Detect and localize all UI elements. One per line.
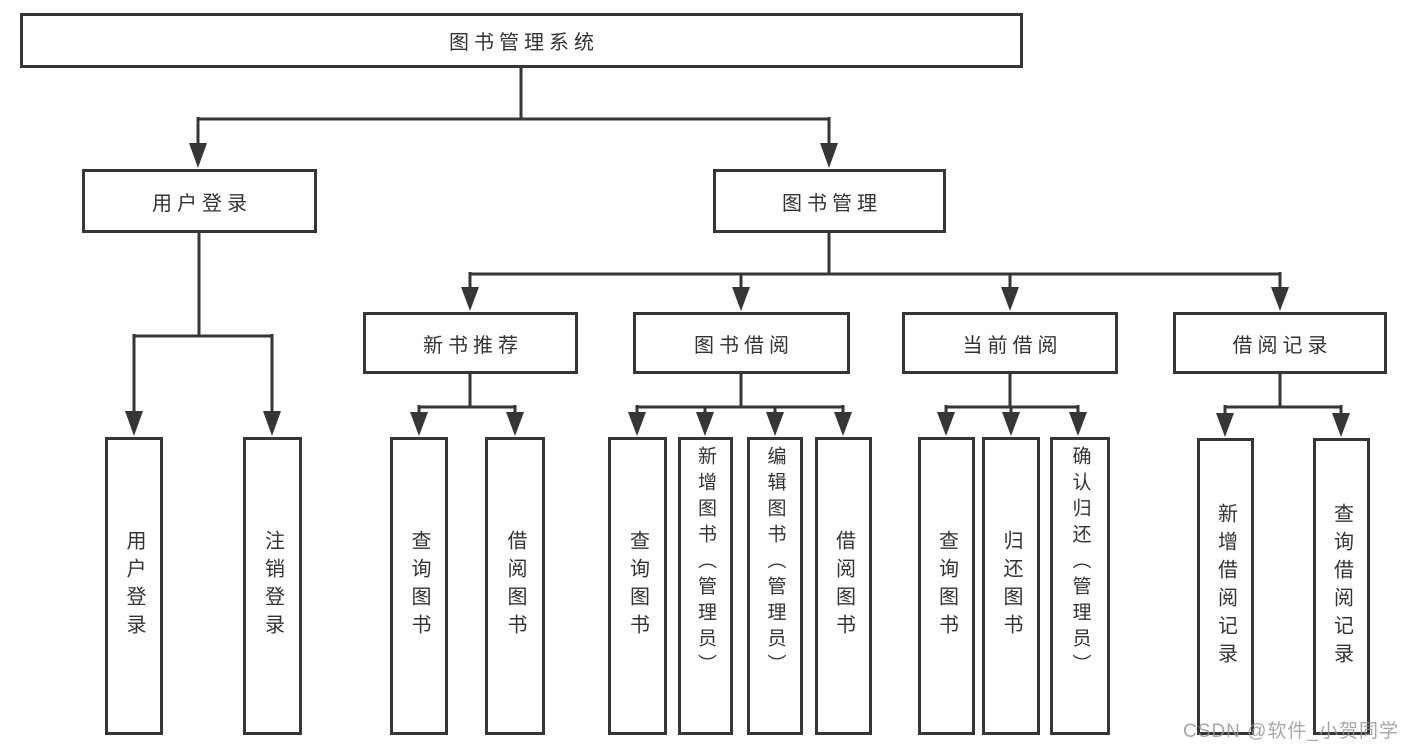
arrowhead bbox=[1001, 287, 1019, 311]
node-label: 借阅记录 bbox=[1232, 334, 1333, 357]
node-book-management: 图书管理 bbox=[713, 169, 946, 233]
arrowhead bbox=[696, 412, 714, 436]
leaf-label: 借阅图书 bbox=[504, 530, 526, 642]
connector-book-borrow-to-leaves bbox=[635, 374, 845, 415]
leaf-label: 归还图书 bbox=[1000, 530, 1022, 642]
arrowhead bbox=[766, 412, 784, 436]
leaf-label: 新增图书（管理员） bbox=[695, 446, 716, 680]
arrowhead bbox=[820, 143, 838, 168]
node-borrowing-records: 借阅记录 bbox=[1173, 312, 1387, 374]
leaf-edit-books-admin: 编辑图书（管理员） bbox=[747, 437, 803, 735]
connector-records-to-leaves bbox=[1223, 374, 1343, 415]
connector-user-login-to-leaves bbox=[132, 233, 274, 414]
leaf-confirm-return-admin: 确认归还（管理员） bbox=[1050, 437, 1110, 735]
leaf-label: 查询图书 bbox=[935, 530, 958, 642]
arrowhead bbox=[1271, 287, 1289, 311]
arrowhead bbox=[125, 411, 143, 436]
arrowhead bbox=[834, 412, 852, 436]
leaf-borrowing-borrow-books: 借阅图书 bbox=[815, 437, 872, 735]
arrowhead bbox=[1069, 412, 1087, 436]
leaf-label: 借阅图书 bbox=[832, 530, 855, 642]
connector-current-borrow-to-leaves bbox=[944, 374, 1080, 415]
node-user-login: 用户登录 bbox=[82, 169, 317, 233]
leaf-label: 确认归还（管理员） bbox=[1069, 446, 1091, 680]
node-label: 新书推荐 bbox=[423, 334, 523, 357]
arrowhead bbox=[937, 412, 955, 436]
arrowhead bbox=[461, 287, 479, 311]
leaf-label: 用户登录 bbox=[123, 530, 145, 642]
node-label: 图书管理系统 bbox=[449, 32, 599, 54]
connector-new-rec-to-leaves bbox=[417, 374, 517, 415]
arrowhead bbox=[263, 411, 281, 436]
leaf-query-borrow-record: 查询借阅记录 bbox=[1313, 438, 1370, 735]
arrowhead bbox=[628, 412, 646, 436]
leaf-label: 查询图书 bbox=[626, 530, 649, 642]
leaf-add-borrow-record: 新增借阅记录 bbox=[1197, 438, 1254, 735]
leaf-label: 编辑图书（管理员） bbox=[764, 446, 786, 680]
arrowhead bbox=[1002, 412, 1020, 436]
arrowhead bbox=[732, 287, 750, 311]
node-new-book-recommendation: 新书推荐 bbox=[363, 312, 578, 374]
node-label: 用户登录 bbox=[152, 192, 252, 215]
node-library-management-system: 图书管理系统 bbox=[20, 13, 1023, 68]
arrowhead bbox=[189, 143, 207, 168]
leaf-current-query-books: 查询图书 bbox=[918, 437, 975, 735]
leaf-label: 查询图书 bbox=[408, 530, 430, 642]
connector-book-mgmt-to-level3 bbox=[468, 233, 1282, 291]
node-label: 图书管理 bbox=[782, 192, 882, 215]
leaf-user-login: 用户登录 bbox=[105, 437, 163, 735]
leaf-recommend-query-books: 查询图书 bbox=[390, 437, 448, 735]
leaf-add-books-admin: 新增图书（管理员） bbox=[678, 437, 733, 735]
leaf-label: 新增借阅记录 bbox=[1214, 502, 1237, 671]
node-label: 当前借阅 bbox=[962, 334, 1063, 357]
leaf-label: 查询借阅记录 bbox=[1330, 502, 1353, 671]
leaf-recommend-borrow-books: 借阅图书 bbox=[485, 437, 545, 735]
leaf-return-books: 归还图书 bbox=[982, 437, 1040, 735]
node-current-borrowing: 当前借阅 bbox=[902, 312, 1118, 374]
csdn-watermark: CSDN @软件_小贺同学 bbox=[1183, 721, 1399, 742]
leaf-label: 注销登录 bbox=[261, 530, 284, 642]
leaf-logout: 注销登录 bbox=[243, 437, 302, 735]
arrowhead bbox=[506, 412, 524, 436]
arrowhead bbox=[1332, 413, 1350, 437]
node-book-borrowing: 图书借阅 bbox=[633, 312, 850, 374]
node-label: 图书借阅 bbox=[694, 334, 794, 357]
arrowhead bbox=[410, 412, 428, 436]
connector-root-to-level2 bbox=[196, 68, 831, 146]
arrowhead bbox=[1216, 413, 1234, 437]
leaf-borrowing-query-books: 查询图书 bbox=[608, 437, 667, 735]
